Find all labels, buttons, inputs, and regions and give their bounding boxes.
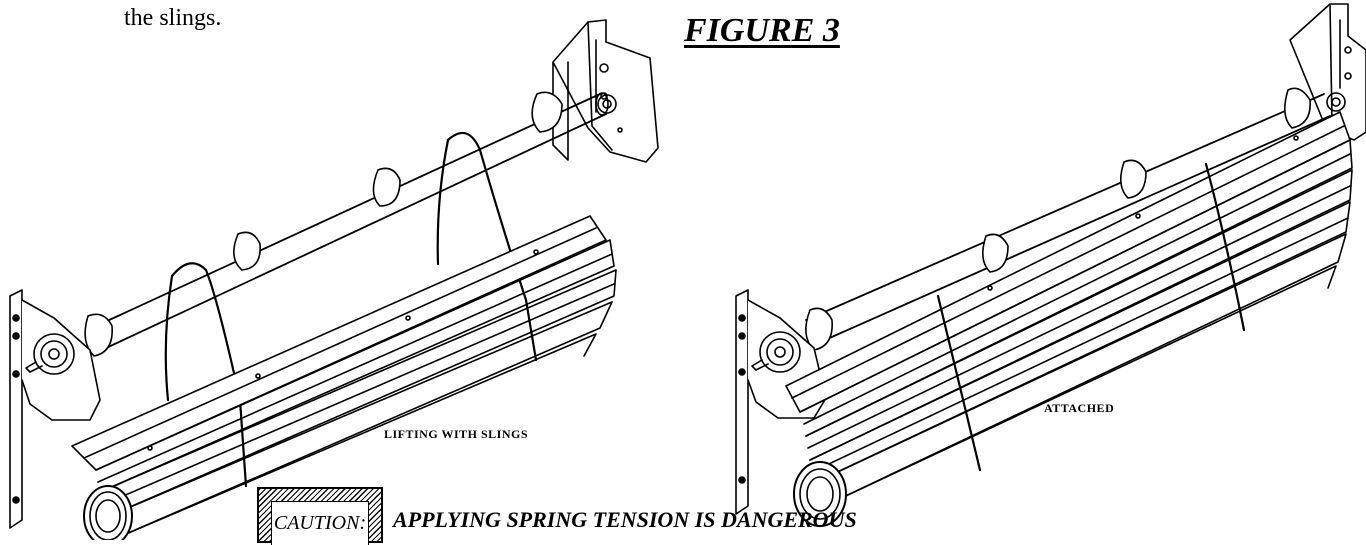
caution-message: APPLYING SPRING TENSION IS DANGEROUS — [393, 507, 857, 532]
right-curtain-roll — [785, 111, 1353, 527]
right-slings — [936, 162, 1246, 472]
left-left-bracket — [9, 289, 101, 529]
right-shaft — [805, 87, 1331, 351]
left-shaft — [84, 91, 609, 357]
caution-box: CAUTION: — [257, 487, 383, 545]
right-diagram-caption: ATTACHED — [1044, 401, 1115, 415]
figure-title: FIGURE 3 — [684, 12, 840, 49]
caution-label: CAUTION: — [273, 512, 367, 534]
intro-text: the slings. — [124, 5, 222, 31]
left-diagram-caption: LIFTING WITH SLINGS — [384, 427, 528, 441]
caution-inner: CAUTION: — [271, 501, 369, 545]
left-curtain-roll — [71, 215, 617, 540]
